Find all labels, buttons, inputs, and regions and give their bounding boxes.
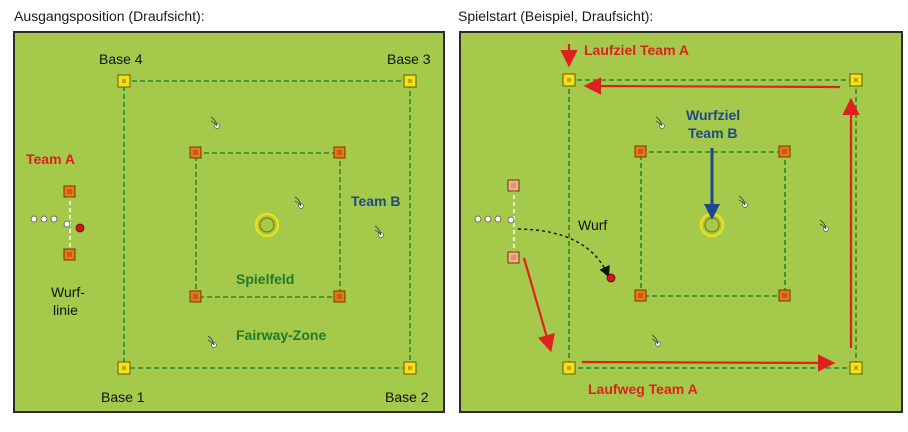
team-a-players xyxy=(474,215,515,224)
base-1-marker xyxy=(117,361,131,375)
inner-corner-marker xyxy=(634,145,647,158)
inner-corner-marker xyxy=(333,290,346,303)
base-1-marker xyxy=(562,361,576,375)
team-a-label: Team A xyxy=(26,151,75,167)
right-field-diagram: Laufziel Team A Wurfziel Team B Wurf Lau… xyxy=(459,31,903,413)
throw-line-label-1: Wurf- xyxy=(51,284,85,300)
field-background xyxy=(459,31,903,413)
team-b-label: Team B xyxy=(351,193,401,209)
run-target-label: Laufziel Team A xyxy=(584,42,689,58)
base-3-marker xyxy=(403,74,417,88)
run-path-segment-1 xyxy=(522,257,555,353)
outer-field-line xyxy=(123,80,411,369)
base-2-marker xyxy=(849,361,863,375)
base-1-label: Base 1 xyxy=(101,389,145,405)
inner-corner-marker xyxy=(189,146,202,159)
inner-field-line xyxy=(195,152,341,298)
throw-line-bottom-marker xyxy=(507,251,520,264)
base-2-marker xyxy=(403,361,417,375)
run-path-segment-4 xyxy=(583,77,841,95)
run-path-label: Laufweg Team A xyxy=(588,381,698,397)
right-panel-caption: Spielstart (Beispiel, Draufsicht): xyxy=(458,8,654,24)
inner-corner-marker xyxy=(634,289,647,302)
left-panel-caption: Ausgangsposition (Draufsicht): xyxy=(14,8,205,24)
throw-target-label-1: Wurfziel xyxy=(686,107,740,123)
base-4-marker xyxy=(117,74,131,88)
base-3-marker xyxy=(849,73,863,87)
run-path-segment-2 xyxy=(581,354,836,372)
base-4-marker xyxy=(562,73,576,87)
base-4-label: Base 4 xyxy=(99,51,143,67)
inner-corner-marker xyxy=(333,146,346,159)
team-a-players xyxy=(30,215,85,233)
throw-label: Wurf xyxy=(578,217,607,233)
inner-corner-marker xyxy=(778,145,791,158)
base-2-label: Base 2 xyxy=(385,389,429,405)
throw-line-top-marker xyxy=(507,179,520,192)
throw-target-arrowhead xyxy=(704,204,720,220)
throw-line-label-2: linie xyxy=(53,302,78,318)
fairway-zone-label: Fairway-Zone xyxy=(236,327,326,343)
left-field-diagram: Base 4 Base 3 Base 1 Base 2 Team A Team … xyxy=(13,31,445,413)
inner-corner-marker xyxy=(189,290,202,303)
thrown-ball xyxy=(606,273,616,283)
throw-line-bottom-marker xyxy=(63,248,76,261)
playing-field-label: Spielfeld xyxy=(236,271,294,287)
inner-corner-marker xyxy=(778,289,791,302)
base-3-label: Base 3 xyxy=(387,51,431,67)
throw-line-top-marker xyxy=(63,185,76,198)
throw-target-label-2: Team B xyxy=(688,125,738,141)
throw-path-arrow xyxy=(517,228,610,278)
center-target-ring xyxy=(254,212,280,238)
field-background xyxy=(13,31,445,413)
